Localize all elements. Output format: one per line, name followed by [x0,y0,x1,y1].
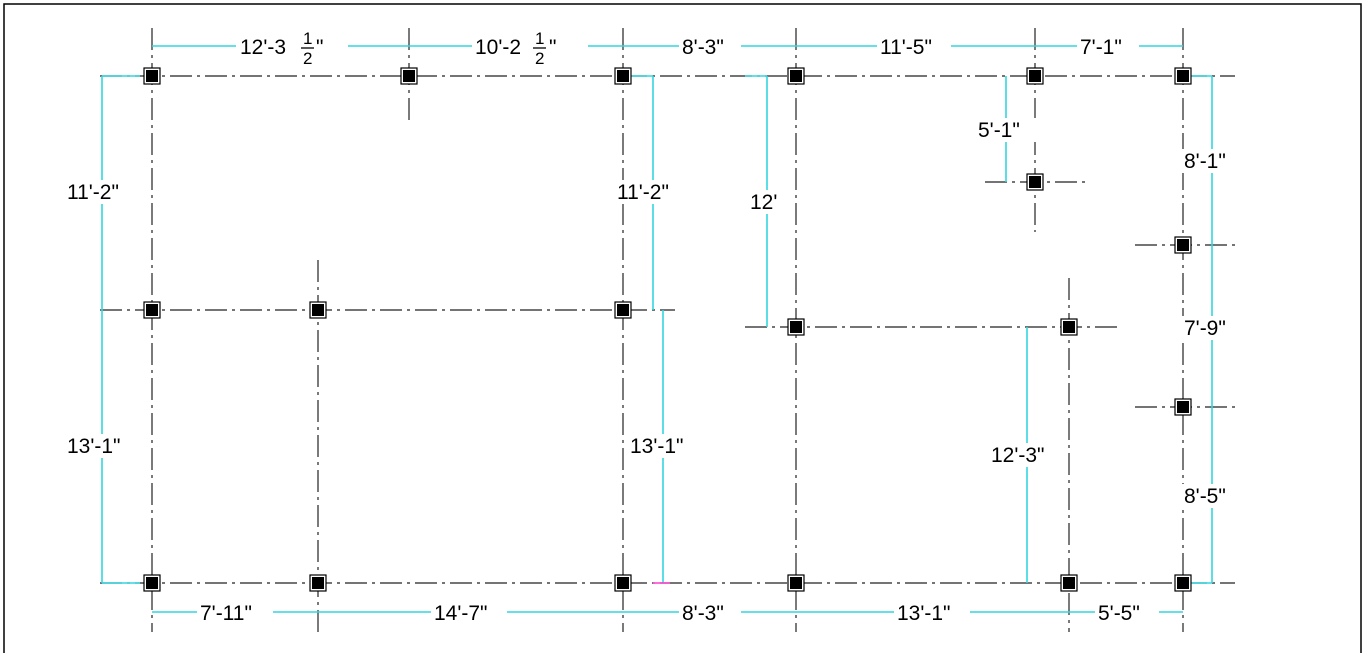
bottom-dimension-3: 8'-3" [679,601,741,625]
bottom-dim-4: 13'-1" [897,602,951,625]
top-dimension-2: 10'-2 1 2 " [472,29,588,68]
inner-dim-mid-upper: 11'-2" [617,181,669,204]
column-C7 [146,304,158,316]
top-dim-2-whole: 10'-2 [475,36,521,59]
bottom-dimension-4: 13'-1" [894,601,970,625]
column-C12 [146,577,158,589]
top-dimension-1: 12'-3 1 2 " [236,29,348,68]
column-C5 [1029,70,1041,82]
top-dim-5: 7'-1" [1080,36,1122,59]
dimension-lines [101,45,1213,613]
top-dimension-3: 8'-3" [679,35,741,59]
left-dimension-lower: 13'-1" [64,434,140,458]
left-dimension-upper: 11'-2" [64,180,140,204]
left-dim-lower: 13'-1" [67,435,121,458]
column-C2 [403,70,415,82]
right-dimension-top: 8'-1" [1181,149,1245,173]
top-dim-1-denominator: 2 [303,49,312,68]
column-C16 [1063,577,1075,589]
column-C10 [790,321,802,333]
top-dim-2-numerator: 1 [535,29,544,48]
inner-dim-room-lower: 12'-3" [991,444,1045,467]
inner-dim-offset-short: 5'-1" [978,119,1020,142]
top-dim-1-whole: 12'-3 [240,36,286,59]
inner-dimension-offset-short: 5'-1" [975,118,1039,142]
bottom-dim-5: 5'-5" [1098,602,1140,625]
inner-dimension-room-lower: 12'-3" [988,443,1064,467]
right-dim-top: 8'-1" [1184,150,1226,173]
column-C14 [617,577,629,589]
column-C9 [617,304,629,316]
column-C20 [1177,401,1189,413]
column-C1 [146,70,158,82]
columns [143,67,1192,592]
column-C17 [1177,577,1189,589]
column-C18 [1029,176,1041,188]
column-C4 [790,70,802,82]
top-dimension-5: 7'-1" [1077,35,1139,59]
column-C6 [1177,70,1189,82]
right-dimension-bottom: 8'-5" [1181,484,1245,508]
bottom-dim-3: 8'-3" [682,602,724,625]
inner-dim-mid-lower: 13'-1" [630,435,684,458]
top-dim-2-inch: " [549,36,556,59]
top-dim-4: 11'-5" [880,36,932,59]
bottom-dim-2: 14'-7" [434,602,488,625]
bottom-dim-1: 7'-11" [200,602,252,625]
inner-dimension-mid-upper: 11'-2" [614,180,690,204]
inner-dim-room-height: 12' [750,191,777,214]
column-C3 [617,70,629,82]
column-C8 [312,304,324,316]
bottom-dimension-5: 5'-5" [1095,601,1159,625]
top-dim-1-inch: " [316,36,323,59]
right-dim-middle: 7'-9" [1184,317,1226,340]
top-dim-3: 8'-3" [682,36,724,59]
right-dim-bottom: 8'-5" [1184,485,1226,508]
bottom-dimension-1: 7'-11" [197,601,273,625]
inner-dimension-room-height: 12' [747,190,785,214]
bottom-dimension-2: 14'-7" [431,601,507,625]
top-dim-1-numerator: 1 [303,29,312,48]
top-dim-2-denominator: 2 [535,49,544,68]
column-C11 [1063,321,1075,333]
drawing-frame [3,3,1362,653]
right-dimension-middle: 7'-9" [1181,316,1245,340]
left-dim-upper: 11'-2" [67,181,119,204]
top-dimension-4: 11'-5" [877,35,951,59]
column-C15 [790,577,802,589]
column-C13 [312,577,324,589]
inner-dimension-mid-lower: 13'-1" [627,434,703,458]
column-C19 [1177,239,1189,251]
